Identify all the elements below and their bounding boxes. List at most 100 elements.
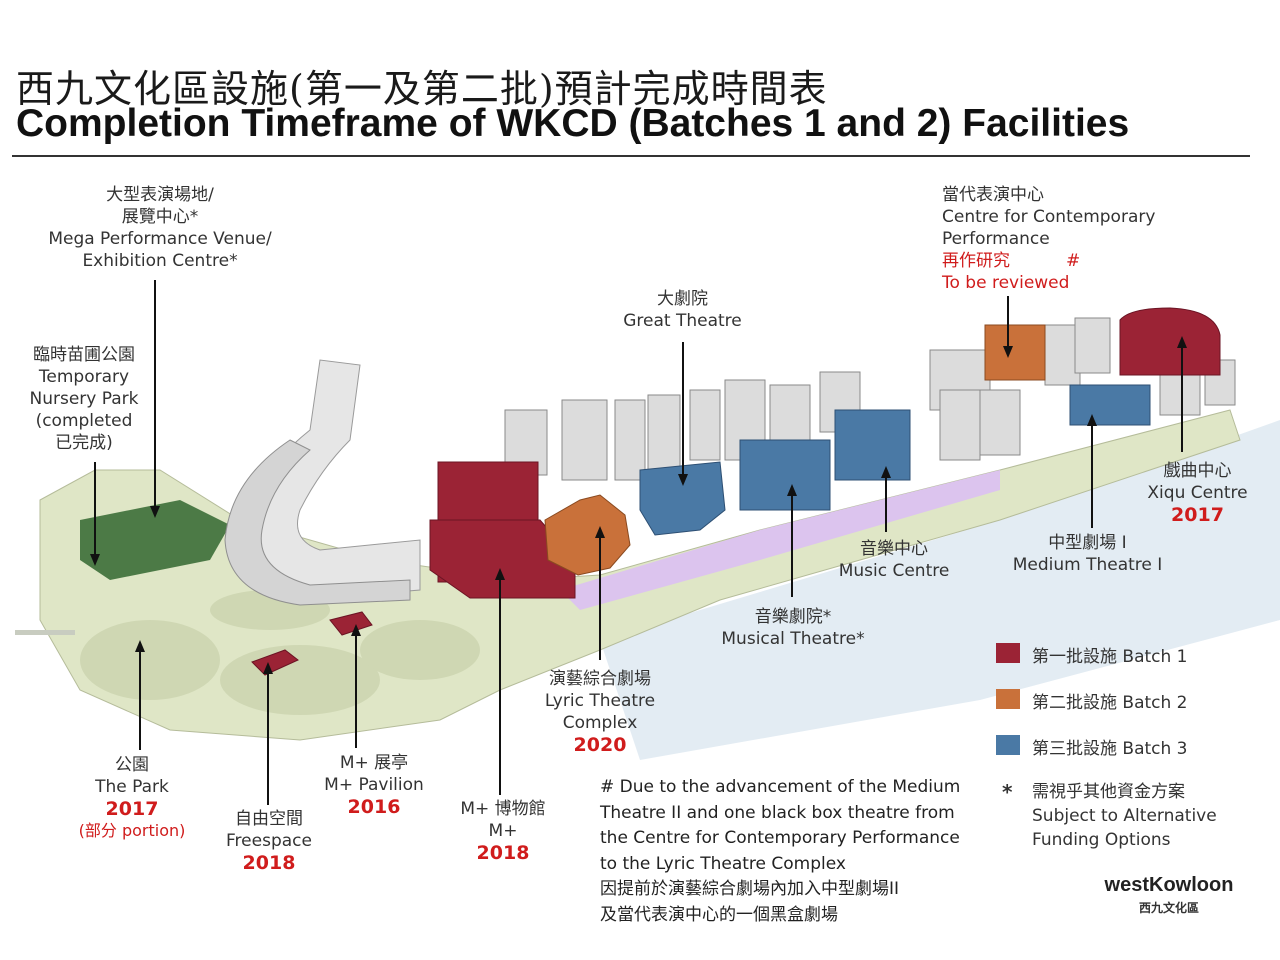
xiqu-centre-building (1119, 307, 1221, 376)
legend-batch2-label: 第二批設施 Batch 2 (1032, 693, 1188, 713)
footnote-line-3: the Centre for Contemporary Performance (600, 828, 960, 848)
legend-star: * 需視乎其他資金方案 Subject to Alternative Fundi… (996, 778, 1256, 858)
label-mplus-pavilion: M+ 展亭 M+ Pavilion 2016 (314, 752, 434, 818)
mplus-zh: M+ 博物館 (460, 799, 546, 819)
park-zh: 公園 (115, 755, 149, 775)
ccp-review-en: To be reviewed (942, 273, 1070, 293)
medium-zh: 中型劇場 I (1048, 533, 1127, 553)
xiqu-en: Xiqu Centre (1147, 483, 1248, 503)
label-freespace: 自由空間 Freespace 2018 (214, 808, 324, 874)
great-en: Great Theatre (623, 311, 742, 331)
page-title-en: Completion Timeframe of WKCD (Batches 1 … (16, 102, 1130, 145)
pavilion-building (329, 611, 373, 636)
freespace-en: Freespace (226, 831, 312, 851)
footnote-line-6: 及當代表演中心的一個黑盒劇場 (600, 904, 838, 925)
ccp-review-zh-row: 再作研究 # (942, 250, 1182, 272)
label-nursery-park: 臨時苗圃公園 Temporary Nursery Park (completed… (14, 344, 154, 454)
legend-batch3: 第三批設施 Batch 3 (996, 732, 1256, 759)
footnote-line-5: 因提前於演藝綜合劇場內加入中型劇場II (600, 879, 900, 899)
xiqu-zh: 戲曲中心 (1163, 461, 1232, 481)
pointer-arrows (90, 336, 1187, 674)
label-mega-venue: 大型表演場地/ 展覽中心* Mega Performance Venue/ Ex… (40, 184, 280, 272)
batch3-buildings (639, 384, 1151, 536)
label-xiqu: 戲曲中心 Xiqu Centre 2017 (1130, 460, 1265, 526)
label-musical-theatre: 音樂劇院* Musical Theatre* (708, 606, 878, 650)
park-en: The Park (95, 777, 169, 797)
freespace-zh: 自由空間 (235, 809, 303, 829)
title-divider (12, 155, 1250, 157)
label-ccp: 當代表演中心 Centre for Contemporary Performan… (942, 184, 1182, 294)
nursery-en-3: (completed (35, 411, 133, 431)
nursery-en-2: Nursery Park (29, 389, 139, 409)
mega-venue-zh-2: 展覽中心* (121, 207, 199, 227)
logo-text-en: westKowloon (1104, 874, 1234, 896)
legend-star-en-1: Subject to Alternative (1032, 806, 1217, 826)
legend-batch3-label: 第三批設施 Batch 3 (1032, 739, 1188, 759)
mega-venue-en-2: Exhibition Centre* (82, 251, 238, 271)
footnote-line-4: to the Lyric Theatre Complex (600, 853, 846, 874)
music-centre-building (834, 409, 911, 481)
mplus-year: 2018 (476, 842, 530, 864)
batch2-buildings (544, 324, 1046, 576)
west-kowloon-logo: westKowloon 西九文化區 (1094, 874, 1244, 916)
mega-venue-zh-1: 大型表演場地/ (106, 185, 214, 205)
great-theatre-building (639, 461, 726, 536)
footnote-line-2: Theatre II and one black box theatre fro… (600, 802, 955, 823)
lawn-1 (80, 620, 220, 700)
lawn-3 (360, 620, 480, 680)
legend-star-mark: * (1002, 780, 1013, 804)
label-mplus-museum: M+ 博物館 M+ 2018 (448, 798, 558, 864)
nursery-zh: 臨時苗圃公園 (33, 345, 135, 365)
park-portion: (部分 portion) (78, 821, 186, 840)
ccp-building (984, 324, 1046, 381)
lyric-en-1: Lyric Theatre (544, 691, 656, 711)
pavilion-zh: M+ 展亭 (339, 753, 409, 773)
mega-venue-en-1: Mega Performance Venue/ (48, 229, 272, 249)
footnote: # Due to the advancement of the Medium T… (600, 775, 990, 928)
footnote-line-1: # Due to the advancement of the Medium (600, 777, 961, 797)
medium-en: Medium Theatre I (1012, 555, 1163, 575)
lyric-zh: 演藝綜合劇場 (549, 669, 651, 689)
nursery-en-1: Temporary (38, 367, 130, 387)
mplus-en: M+ (488, 821, 518, 841)
ccp-hash: # (1066, 251, 1081, 271)
musical-zh: 音樂劇院* (754, 607, 832, 627)
music-zh: 音樂中心 (860, 539, 928, 559)
medium-theatre-building (1069, 384, 1151, 426)
ccp-en-2: Performance (942, 229, 1050, 249)
musical-theatre-building (739, 439, 831, 511)
ccp-zh: 當代表演中心 (942, 185, 1044, 205)
nursery-park (80, 500, 230, 580)
musical-en: Musical Theatre* (721, 629, 865, 649)
music-en: Music Centre (838, 561, 950, 581)
harbour-water (600, 420, 1280, 760)
freespace-building (251, 649, 299, 676)
logo-text-zh: 西九文化區 (1138, 901, 1199, 915)
curved-building (224, 439, 411, 606)
nursery-zh-2: 已完成) (55, 433, 113, 453)
promenade (560, 470, 1000, 610)
label-music-centre: 音樂中心 Music Centre (826, 538, 962, 582)
great-zh: 大劇院 (657, 289, 708, 309)
pavilion-year: 2016 (347, 796, 401, 818)
label-the-park: 公園 The Park 2017 (部分 portion) (72, 754, 192, 842)
legend-swatch-batch1 (996, 643, 1020, 663)
park-year: 2017 (105, 798, 159, 820)
label-medium-theatre: 中型劇場 I Medium Theatre I (1000, 532, 1175, 576)
label-great-theatre: 大劇院 Great Theatre (600, 288, 765, 332)
ccp-review-zh: 再作研究 (942, 251, 1010, 271)
legend-swatch-batch2 (996, 689, 1020, 709)
pavilion-en: M+ Pavilion (324, 775, 424, 795)
legend-star-zh: 需視乎其他資金方案 (1032, 782, 1185, 802)
lyric-en-2: Complex (562, 713, 638, 733)
legend-batch2: 第二批設施 Batch 2 (996, 686, 1256, 713)
legend-batch1-label: 第一批設施 Batch 1 (1032, 647, 1188, 667)
ccp-en-1: Centre for Contemporary (942, 207, 1156, 227)
pier (15, 630, 75, 635)
legend-star-en-2: Funding Options (1032, 830, 1171, 850)
lyric-theatre-building (544, 494, 631, 576)
pointer-lines (94, 280, 1183, 805)
xiqu-year: 2017 (1171, 504, 1224, 526)
batch1-buildings (251, 307, 1221, 676)
